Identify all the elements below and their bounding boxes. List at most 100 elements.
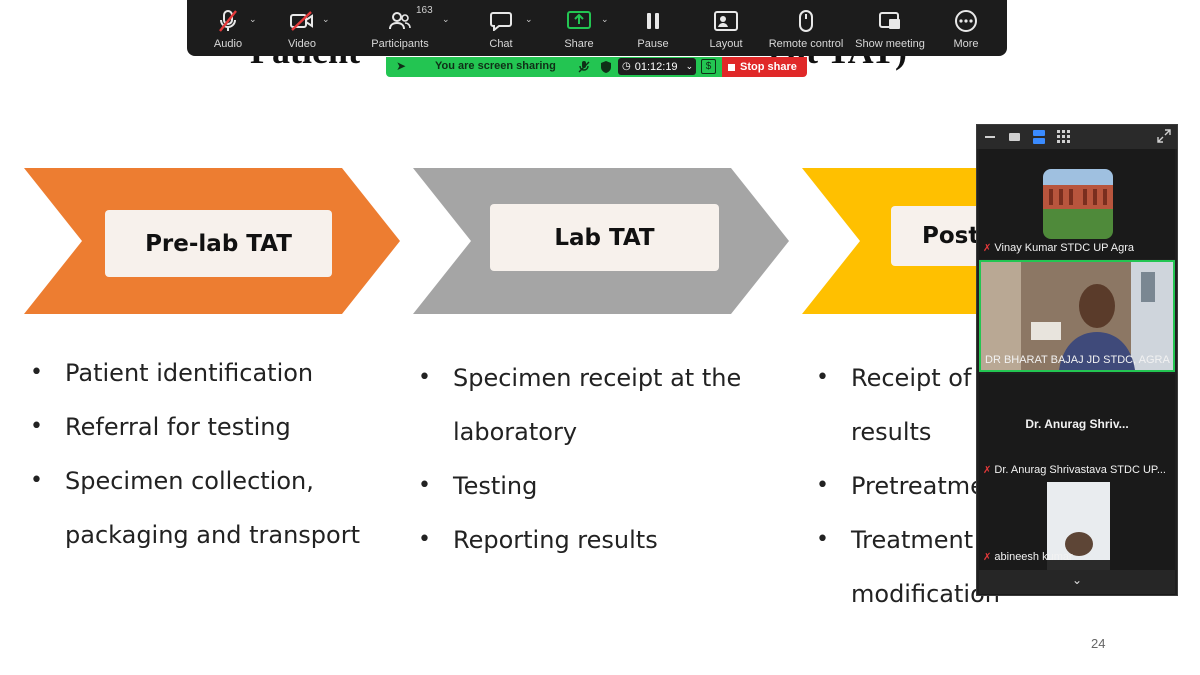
participant-name-text: Dr. Anurag Shrivastava STDC UP...: [994, 464, 1166, 476]
participants-video-panel: ✗ Vinay Kumar STDC UP Agra DR BHARAT BAJ…: [976, 124, 1178, 596]
stage-chevron-post: Post: [802, 168, 1178, 314]
participants-caret-icon[interactable]: ⌄: [442, 14, 450, 24]
pause-icon: [645, 8, 661, 34]
list-item: Reporting results: [416, 513, 741, 567]
page-number: 24: [1091, 636, 1106, 651]
list-item-continuation: results: [814, 405, 1000, 459]
mic-off-icon: ✗: [983, 242, 992, 254]
participants-label: Participants: [371, 38, 429, 50]
chat-icon: [490, 8, 512, 34]
chat-button[interactable]: Chat: [488, 0, 514, 56]
mic-muted-icon: [578, 61, 590, 73]
list-item-text: packaging and transport: [65, 521, 360, 549]
stop-icon: [728, 63, 735, 71]
speaker-view-icon[interactable]: [1009, 133, 1020, 141]
list-item-text: modification: [851, 580, 1000, 608]
participant-tile[interactable]: Dr. Anurag Shriv... ✗ Dr. Anurag Shrivas…: [979, 374, 1175, 482]
layout-button[interactable]: Layout: [709, 0, 743, 56]
layout-label: Layout: [709, 38, 743, 50]
participant-name-text: DR BHARAT BAJAJ JD STDC, AGRA: [985, 354, 1170, 366]
participant-name-text: Vinay Kumar STDC UP Agra: [994, 242, 1134, 254]
gallery-view-icon[interactable]: [1057, 130, 1070, 148]
meeting-toolbar: Audio ⌄ Video ⌄ Participants 163 ⌄ Chat …: [187, 0, 1007, 56]
more-icon: [954, 8, 978, 34]
expand-icon[interactable]: [1157, 129, 1171, 148]
list-item: Specimen collection,: [28, 454, 360, 508]
meeting-timer-value: 01:12:19: [634, 60, 678, 73]
stage-chevron-prelab: Pre-lab TAT: [24, 168, 400, 314]
dollar-icon[interactable]: $: [701, 59, 716, 74]
mic-off-icon: [217, 8, 239, 34]
participant-name: ✗ Vinay Kumar STDC UP Agra: [983, 242, 1134, 254]
list-item: Patient identification: [28, 346, 360, 400]
chat-caret-icon[interactable]: ⌄: [525, 14, 533, 24]
bullets-post: Receipt of results Pretreatme Treatment …: [814, 351, 1000, 621]
remote-control-icon: [798, 8, 814, 34]
pause-label: Pause: [637, 38, 669, 50]
participant-avatar-image: [1043, 169, 1113, 239]
share-screen-icon: [567, 8, 591, 34]
show-meeting-label: Show meeting: [855, 38, 925, 50]
pause-button[interactable]: Pause: [637, 0, 669, 56]
list-item-continuation: modification: [814, 567, 1000, 621]
participants-count: 163: [416, 5, 433, 16]
stop-share-label: Stop share: [740, 61, 797, 73]
list-item: Testing: [416, 459, 741, 513]
video-off-icon: [289, 8, 315, 34]
participant-display-name: Dr. Anurag Shriv...: [1025, 417, 1129, 431]
minimize-icon[interactable]: [985, 136, 995, 138]
list-item: Treatment: [814, 513, 1000, 567]
list-item: Referral for testing: [28, 400, 360, 454]
participant-name-text: abineesh kumar: [994, 551, 1073, 563]
panel-header: [977, 125, 1177, 149]
participant-tile[interactable]: ✗ abineesh kumar ⌄: [979, 482, 1175, 595]
security-shield-icon[interactable]: [600, 60, 612, 74]
remote-control-button[interactable]: Remote control: [769, 0, 843, 56]
audio-label: Audio: [213, 38, 243, 50]
chevron-down-icon: ⌄: [1071, 573, 1083, 587]
bullets-lab: Specimen receipt at the laboratory Testi…: [416, 351, 741, 567]
stage-label-prelab: Pre-lab TAT: [105, 210, 332, 277]
list-item-continuation: packaging and transport: [28, 508, 360, 562]
strip-view-icon[interactable]: [1033, 130, 1045, 149]
more-button[interactable]: More: [952, 0, 980, 56]
audio-button[interactable]: Audio: [207, 0, 249, 56]
pin-icon[interactable]: ➤: [396, 59, 407, 73]
more-label: More: [953, 38, 979, 50]
stop-share-button[interactable]: Stop share: [722, 57, 807, 77]
chevron-down-icon: ⌄: [685, 61, 694, 71]
participant-video-frame: [1047, 482, 1110, 572]
bullets-prelab: Patient identification Referral for test…: [28, 346, 360, 562]
list-item: Pretreatme: [814, 459, 1000, 513]
show-meeting-button[interactable]: Show meeting: [855, 0, 925, 56]
mic-off-icon: ✗: [983, 551, 992, 563]
share-button[interactable]: Share: [564, 0, 594, 56]
participants-button[interactable]: Participants: [370, 0, 430, 56]
share-label: Share: [564, 38, 594, 50]
participants-icon: [389, 8, 411, 34]
participant-name: ✗ Dr. Anurag Shrivastava STDC UP...: [983, 464, 1166, 476]
stage-chevron-lab: Lab TAT: [413, 168, 789, 314]
clock-icon: ◷: [622, 61, 631, 72]
audio-caret-icon[interactable]: ⌄: [249, 14, 257, 24]
list-item-text: results: [851, 418, 932, 446]
participant-tile-active[interactable]: DR BHARAT BAJAJ JD STDC, AGRA: [979, 260, 1175, 372]
chat-label: Chat: [489, 38, 513, 50]
participant-video-frame: [981, 262, 1173, 370]
show-meeting-icon: [878, 8, 902, 34]
video-button[interactable]: Video: [285, 0, 319, 56]
stage-label-lab: Lab TAT: [490, 204, 719, 271]
participant-name: ✗ abineesh kumar: [983, 551, 1073, 563]
video-caret-icon[interactable]: ⌄: [322, 14, 330, 24]
remote-control-label: Remote control: [768, 38, 844, 50]
list-item: Receipt of: [814, 351, 1000, 405]
participant-tile[interactable]: ✗ Vinay Kumar STDC UP Agra: [979, 149, 1175, 259]
participant-name: DR BHARAT BAJAJ JD STDC, AGRA: [985, 354, 1170, 366]
scroll-down-button[interactable]: ⌄: [979, 570, 1175, 594]
video-label: Video: [288, 38, 316, 50]
share-caret-icon[interactable]: ⌄: [601, 14, 609, 24]
meeting-timer[interactable]: ◷ 01:12:19 ⌄: [618, 58, 696, 75]
screen-share-status: You are screen sharing: [435, 60, 556, 72]
list-item: Specimen receipt at the: [416, 351, 741, 405]
list-item-text: laboratory: [453, 418, 578, 446]
